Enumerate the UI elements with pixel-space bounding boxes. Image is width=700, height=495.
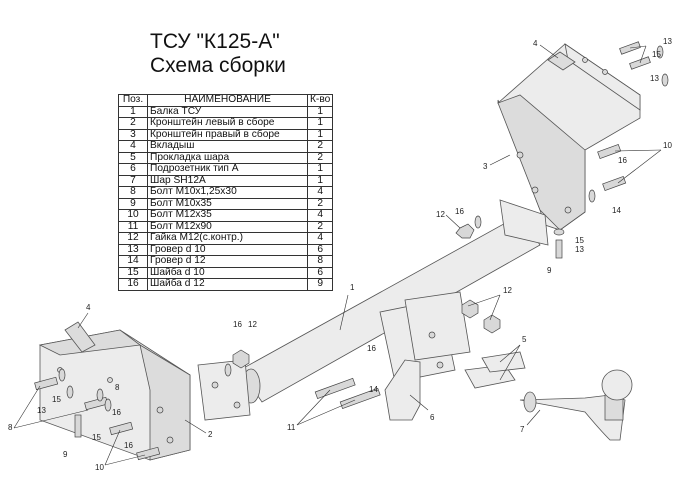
- callout-16-d: 16: [367, 344, 376, 353]
- callout-1: 1: [350, 283, 355, 292]
- cell-qty: 1: [306, 128, 334, 141]
- callout-16-a: 16: [455, 207, 464, 216]
- callout-6: 6: [430, 413, 435, 422]
- callout-16-b: 16: [618, 156, 627, 165]
- callout-15-d: 15: [92, 433, 101, 442]
- fasteners: [34, 41, 669, 461]
- callout-13-c: 13: [37, 406, 46, 415]
- callout-12-c: 12: [248, 320, 257, 329]
- callout-14-b: 14: [369, 385, 378, 394]
- callout-8-mid: 8: [115, 383, 120, 392]
- callout-9-right: 9: [547, 266, 552, 275]
- callout-11: 11: [287, 423, 296, 432]
- callout-13-a: 13: [663, 37, 672, 46]
- cell-qty: 1: [306, 117, 334, 130]
- ball-spacers-part: [464, 351, 526, 389]
- callout-4-right: 4: [533, 39, 538, 48]
- callouts: 1 2 3 4 4 5 6 7 8 8 9 9 10 10 11 12 12 1…: [8, 37, 672, 472]
- cell-pos: 9: [118, 197, 148, 210]
- callout-12-a: 12: [436, 210, 445, 219]
- callout-15-b: 15: [575, 236, 584, 245]
- cell-qty: 4: [306, 209, 334, 222]
- tow-ball-part: [519, 369, 633, 441]
- cell-qty: 2: [306, 151, 334, 164]
- callout-16-c: 16: [233, 320, 242, 329]
- callout-14-a: 14: [612, 206, 621, 215]
- cell-pos: 10: [118, 209, 148, 222]
- cell-pos: 2: [118, 117, 148, 130]
- callout-10-left: 10: [95, 463, 104, 472]
- cell-qty: 2: [306, 140, 334, 153]
- cell-qty: 4: [306, 186, 334, 199]
- cell-name: Шайба d 12: [147, 278, 308, 291]
- cell-qty: 2: [306, 197, 334, 210]
- cell-qty: 1: [306, 174, 334, 187]
- left-bracket-part: [38, 329, 191, 461]
- callout-16-f: 16: [112, 408, 121, 417]
- callout-16-e: 16: [124, 441, 133, 450]
- callout-8-left: 8: [8, 423, 13, 432]
- cell-name: Гайка М12(с.контр.): [147, 232, 308, 245]
- cell-pos: 11: [118, 220, 148, 233]
- cell-qty: 1: [306, 163, 334, 176]
- callout-12-b: 12: [503, 286, 512, 295]
- callout-3: 3: [483, 162, 488, 171]
- callout-5: 5: [522, 335, 527, 344]
- title-subtitle: Схема сборки: [150, 54, 286, 77]
- cell-name: Болт М10х35: [147, 197, 308, 210]
- callout-15-c: 15: [52, 395, 61, 404]
- callout-15-a: 15: [652, 50, 661, 59]
- callout-7: 7: [520, 425, 525, 434]
- cell-qty: 2: [306, 220, 334, 233]
- cell-name: Кронштейн правый в сборе: [147, 128, 308, 141]
- cell-name: Вкладыш: [147, 140, 308, 153]
- socket-bracket-part: [384, 359, 421, 421]
- callout-9-left: 9: [63, 450, 68, 459]
- table-header-row: Поз. НАИМЕНОВАНИЕ К-во: [118, 94, 334, 107]
- leader-lines: [13, 44, 662, 466]
- drawing-title: ТСУ "К125-А" Схема сборки: [150, 30, 340, 78]
- callout-2: 2: [208, 430, 213, 439]
- callout-4-left: 4: [86, 303, 91, 312]
- cell-qty: 4: [306, 232, 334, 245]
- insert-right-part: [547, 51, 576, 71]
- ball-mount-plates: [379, 291, 471, 383]
- right-bracket-part: [497, 43, 641, 231]
- callout-13-d: 13: [650, 74, 659, 83]
- beam-part: [197, 199, 549, 421]
- cell-qty: 6: [306, 243, 334, 256]
- callout-13-b: 13: [575, 245, 584, 254]
- cell-name: Гровер d 10: [147, 243, 308, 256]
- cell-qty: 9: [306, 278, 334, 291]
- title-model: ТСУ "К125-А": [150, 30, 280, 53]
- insert-left-part: [64, 321, 96, 353]
- callout-10-right: 10: [663, 141, 672, 150]
- cell-qty: 1: [306, 105, 334, 118]
